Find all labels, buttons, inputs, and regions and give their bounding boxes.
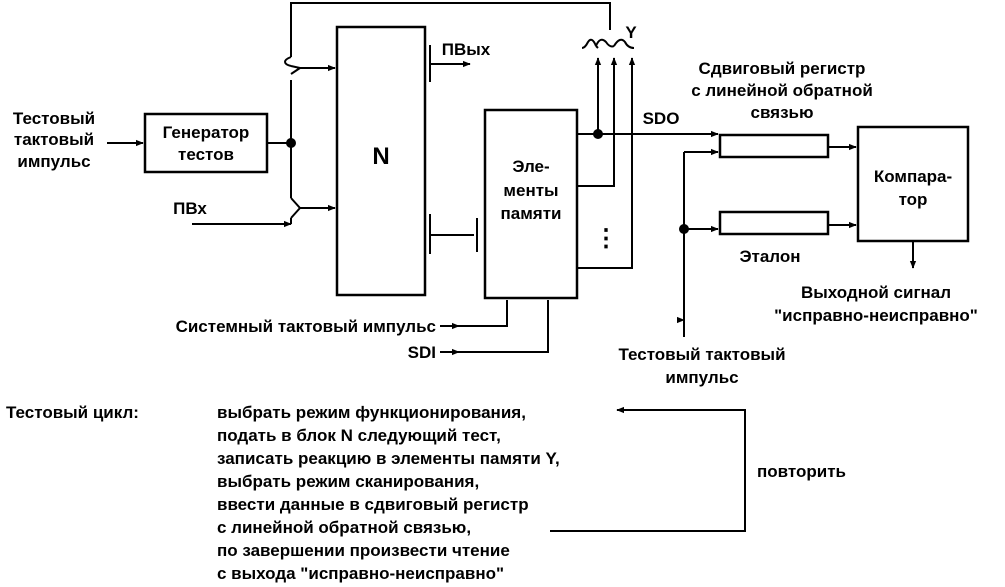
svg-text:памяти: памяти	[501, 204, 562, 223]
cycle-title: Тестовый цикл:	[6, 403, 139, 422]
sdi-label: SDI	[408, 343, 436, 362]
cycle-step: с линейной обратной связью,	[217, 518, 471, 537]
n-block-label: N	[372, 143, 389, 170]
memory-block	[483, 108, 579, 300]
svg-text:тор: тор	[899, 190, 928, 209]
svg-text:тестов: тестов	[178, 145, 234, 164]
cycle-step: по завершении произвести чтение	[217, 541, 510, 560]
sdo-label: SDO	[643, 109, 680, 128]
wires	[107, 2, 917, 532]
svg-text:Тестовый: Тестовый	[13, 109, 95, 128]
memory-label: Эле- менты памяти	[501, 157, 562, 223]
generator-label: Генератор тестов	[163, 123, 250, 164]
reference-label: Эталон	[739, 247, 800, 266]
shift-register-block	[718, 133, 830, 159]
svg-text:тактовый: тактовый	[14, 130, 94, 149]
y-label: Y	[625, 23, 637, 42]
test-clock-bottom-label: Тестовый тактовый импульс	[618, 345, 785, 387]
svg-text:менты: менты	[503, 181, 558, 200]
cycle-steps: выбрать режим функционирования, подать в…	[217, 403, 560, 583]
cycle-step: с выхода "исправно-неисправно"	[217, 564, 504, 583]
repeat-label: повторить	[757, 462, 846, 481]
cycle-step: выбрать режим сканирования,	[217, 472, 479, 491]
junction-dot	[593, 129, 603, 139]
svg-text:Выходной сигнал: Выходной сигнал	[801, 283, 951, 302]
svg-text:"исправно-неисправно": "исправно-неисправно"	[774, 306, 978, 325]
svg-text:Тестовый тактовый: Тестовый тактовый	[618, 345, 785, 364]
junction-dot	[679, 224, 689, 234]
reference-block	[718, 210, 830, 236]
shift-register-label: Сдвиговый регистр с линейной обратной св…	[691, 59, 873, 122]
svg-text:Эле-: Эле-	[512, 157, 549, 176]
svg-text:связью: связью	[750, 103, 813, 122]
svg-text:Сдвиговый регистр: Сдвиговый регистр	[699, 59, 866, 78]
comparator-block	[856, 125, 970, 243]
svg-text:Генератор: Генератор	[163, 123, 250, 142]
cycle-step: подать в блок N следующий тест,	[217, 426, 501, 445]
test-clock-in-label: Тестовый тактовый импульс	[13, 109, 95, 171]
generator-block	[143, 112, 269, 174]
system-clock-label: Системный тактовый импульс	[176, 317, 436, 336]
svg-text:Компара-: Компара-	[874, 167, 952, 186]
pv-in-label: ПВх	[173, 199, 207, 218]
pv-out-label: ПВых	[442, 40, 491, 59]
output-signal-label: Выходной сигнал "исправно-неисправно"	[774, 283, 978, 325]
junction-dot	[286, 138, 296, 148]
cycle-step: записать реакцию в элементы памяти Y,	[217, 449, 560, 468]
svg-text:импульс: импульс	[665, 368, 738, 387]
n-block	[335, 25, 427, 297]
cycle-step: ввести данные в сдвиговый регистр	[217, 495, 529, 514]
cycle-step: выбрать режим функционирования,	[217, 403, 526, 422]
dots-label: ⋮	[594, 225, 618, 252]
svg-text:импульс: импульс	[17, 152, 90, 171]
svg-text:с линейной обратной: с линейной обратной	[691, 81, 873, 100]
comparator-label: Компара- тор	[874, 167, 952, 209]
